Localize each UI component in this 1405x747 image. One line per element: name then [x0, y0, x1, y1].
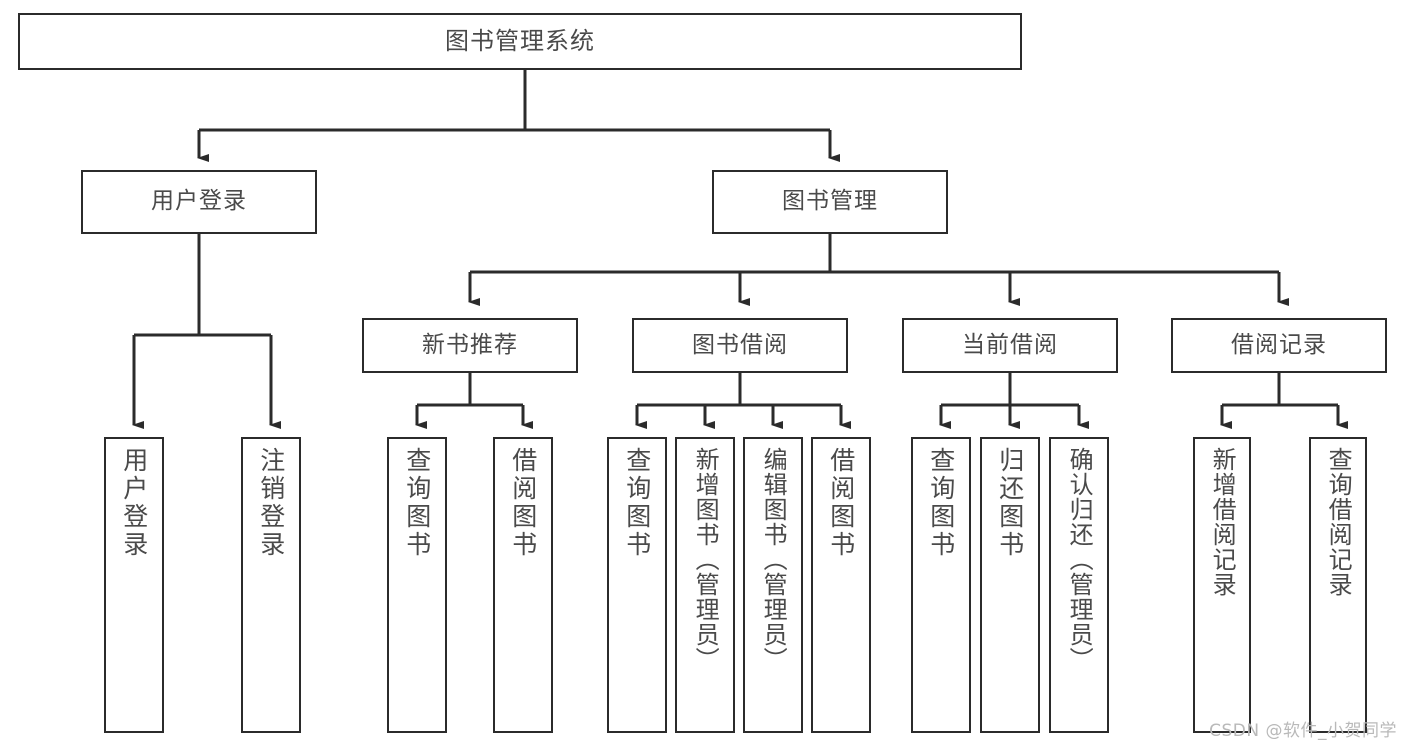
- node-label: 借阅图书: [508, 447, 538, 559]
- node-current-borrow[interactable]: 当前借阅: [902, 318, 1118, 373]
- leaf-user-login-logout[interactable]: 注销登录: [241, 437, 301, 733]
- node-label: 借阅记录: [1231, 331, 1327, 358]
- node-label: 新增图书（管理员）: [691, 447, 720, 672]
- node-label: 查询图书: [402, 447, 432, 559]
- leaf-borrow-record-add-record[interactable]: 新增借阅记录: [1193, 437, 1251, 733]
- leaf-borrow-book-borrow-book[interactable]: 借阅图书: [811, 437, 871, 733]
- leaf-borrow-book-query-book[interactable]: 查询图书: [607, 437, 667, 733]
- node-label: 归还图书: [995, 447, 1025, 559]
- node-root-book-management-system[interactable]: 图书管理系统: [18, 13, 1022, 70]
- leaf-current-borrow-confirm-return-admin[interactable]: 确认归还（管理员）: [1049, 437, 1109, 733]
- node-label: 查询图书: [926, 447, 956, 559]
- node-user-login[interactable]: 用户登录: [81, 170, 317, 234]
- node-label: 用户登录: [119, 447, 149, 559]
- leaf-new-book-query-book[interactable]: 查询图书: [387, 437, 447, 733]
- node-new-book-recommend[interactable]: 新书推荐: [362, 318, 578, 373]
- leaf-borrow-book-edit-book-admin[interactable]: 编辑图书（管理员）: [743, 437, 803, 733]
- leaf-new-book-borrow-book[interactable]: 借阅图书: [493, 437, 553, 733]
- node-borrow-record[interactable]: 借阅记录: [1171, 318, 1387, 373]
- leaf-borrow-record-query-record[interactable]: 查询借阅记录: [1309, 437, 1367, 733]
- leaf-current-borrow-query-book[interactable]: 查询图书: [911, 437, 971, 733]
- node-label: 编辑图书（管理员）: [759, 447, 788, 672]
- leaf-user-login-login[interactable]: 用户登录: [104, 437, 164, 733]
- leaf-current-borrow-return-book[interactable]: 归还图书: [980, 437, 1040, 733]
- node-label: 图书管理: [782, 188, 878, 215]
- node-label: 借阅图书: [826, 447, 856, 559]
- node-label: 新书推荐: [422, 331, 518, 358]
- node-label: 注销登录: [256, 447, 286, 559]
- node-label: 用户登录: [151, 188, 247, 215]
- node-label: 确认归还（管理员）: [1065, 447, 1094, 672]
- node-label: 图书借阅: [692, 331, 788, 358]
- node-label: 查询借阅记录: [1324, 447, 1353, 597]
- node-book-management[interactable]: 图书管理: [712, 170, 948, 234]
- leaf-borrow-book-add-book-admin[interactable]: 新增图书（管理员）: [675, 437, 735, 733]
- node-label: 查询图书: [622, 447, 652, 559]
- node-label: 新增借阅记录: [1208, 447, 1237, 597]
- node-label: 图书管理系统: [445, 27, 595, 56]
- node-label: 当前借阅: [962, 331, 1058, 358]
- node-book-borrow[interactable]: 图书借阅: [632, 318, 848, 373]
